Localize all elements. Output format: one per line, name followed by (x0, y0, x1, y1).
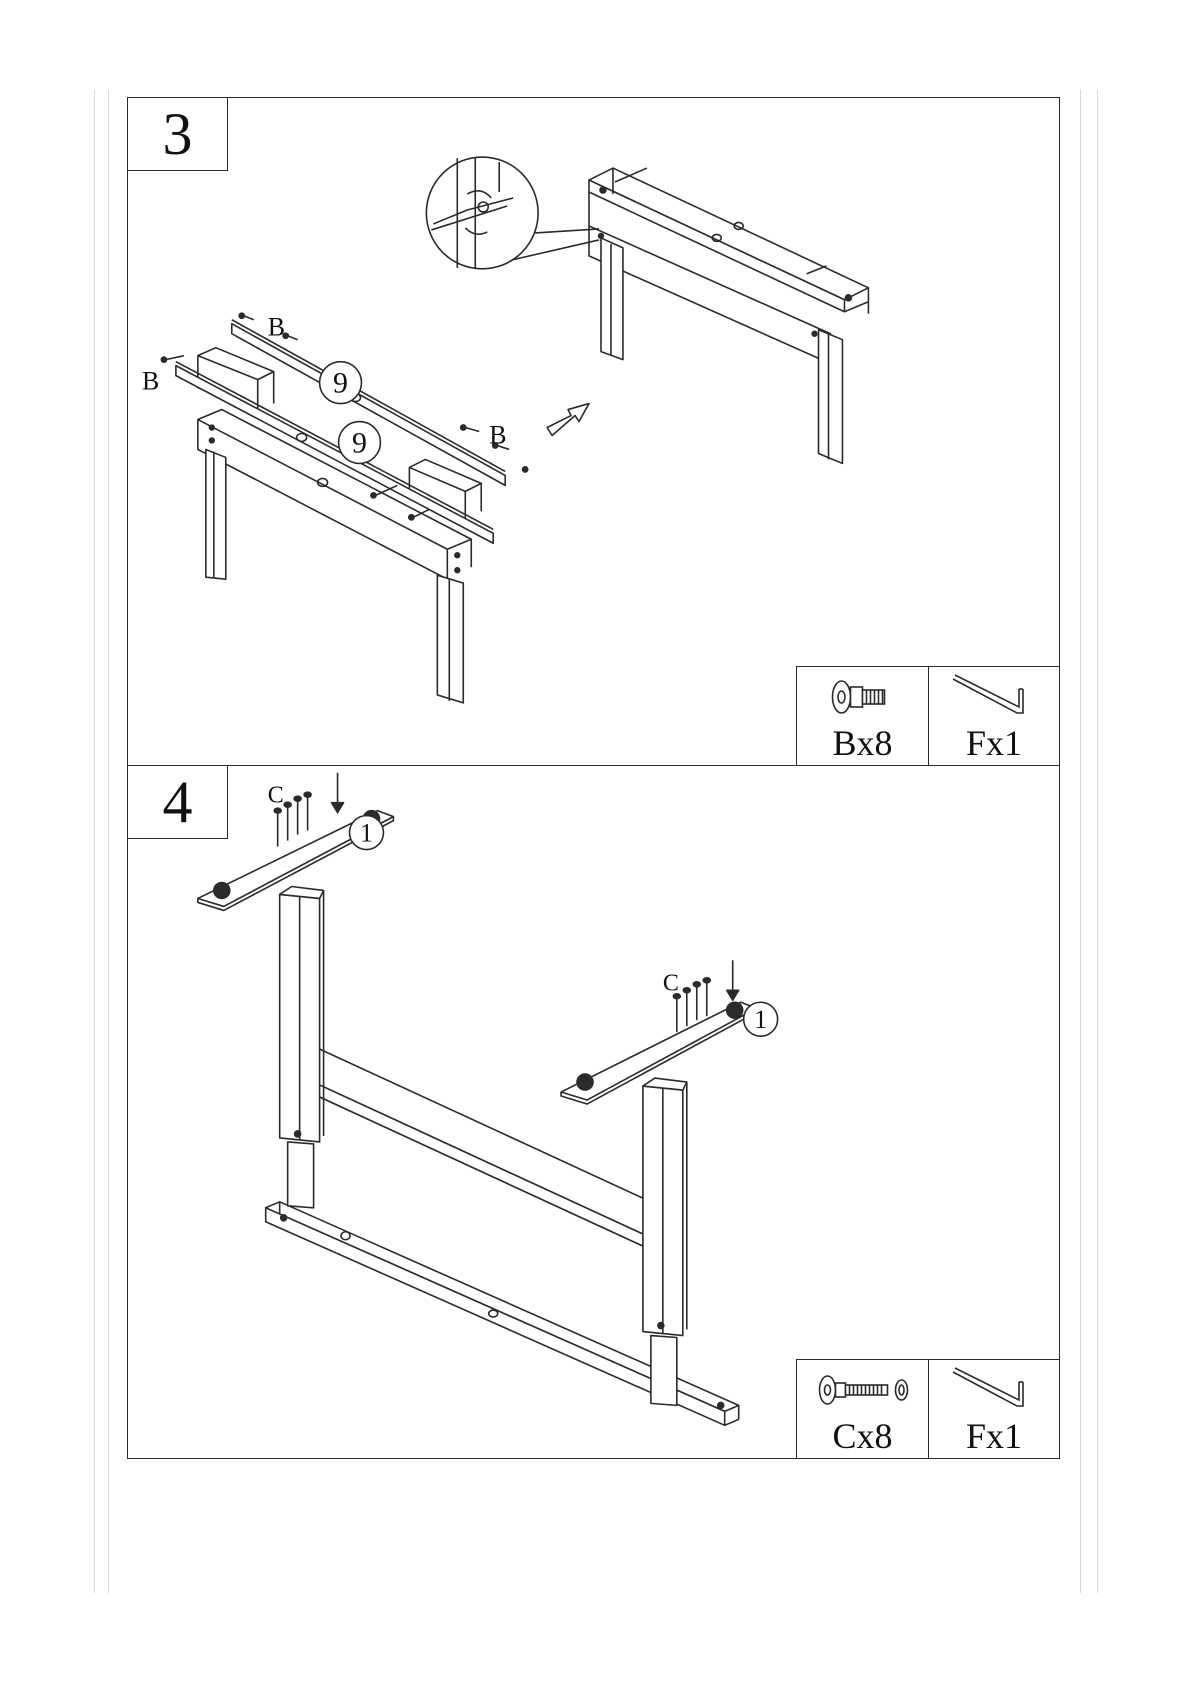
page-margin-rule-left-inner (108, 90, 109, 1593)
callout-part-1-right: 1 (754, 1005, 767, 1034)
part-count-label: Bx8 (797, 723, 928, 763)
parts-required-box: Cx8 Fx1 (796, 1359, 1059, 1458)
part-count-label: Cx8 (797, 1416, 928, 1456)
callout-part-9-upper: 9 (333, 367, 348, 400)
part-cell-bolt-c: Cx8 (797, 1360, 928, 1458)
hex-socket-bolt-icon (797, 671, 928, 723)
page-margin-rule-right-inner (1080, 90, 1081, 1593)
callout-screw-c-left: C (268, 783, 284, 809)
part-count-label: Fx1 (929, 1416, 1059, 1456)
part-cell-allen-key: Fx1 (928, 667, 1059, 765)
allen-key-icon (929, 1364, 1059, 1416)
direction-arrow-icon (547, 404, 589, 436)
step-3-illustration: B B B 9 9 (128, 98, 1059, 765)
frame-assembled-view (589, 168, 868, 463)
page-margin-rule-left (94, 90, 95, 1593)
assembly-instructions-page: B B B 9 9 (127, 97, 1060, 1459)
part-count-label: Fx1 (929, 723, 1059, 763)
part-cell-allen-key: Fx1 (928, 1360, 1059, 1458)
step-3-panel: B B B 9 9 (128, 98, 1059, 766)
allen-key-icon (929, 671, 1059, 723)
step-number-badge: 3 (128, 98, 228, 171)
desk-frame-upside-down (198, 811, 757, 1426)
step-4-illustration: C C 1 1 (128, 766, 1059, 1458)
callout-screw-c-right: C (663, 970, 679, 996)
page-margin-rule-right (1097, 90, 1098, 1593)
bolt-with-washer-icon (797, 1364, 928, 1416)
callout-bolt-b-left: B (142, 367, 159, 396)
callout-bolt-b-right: B (489, 420, 506, 449)
callout-part-9-lower: 9 (352, 426, 367, 459)
step-number-badge: 4 (128, 766, 228, 839)
callout-bolt-b-top: B (268, 313, 285, 342)
callout-part-1-left: 1 (360, 819, 373, 848)
parts-required-box: Bx8 Fx1 (796, 666, 1059, 765)
step-4-panel: C C 1 1 4 Cx8 (128, 766, 1059, 1458)
zoom-detail-tightening (426, 157, 599, 269)
part-cell-bolt-b: Bx8 (797, 667, 928, 765)
